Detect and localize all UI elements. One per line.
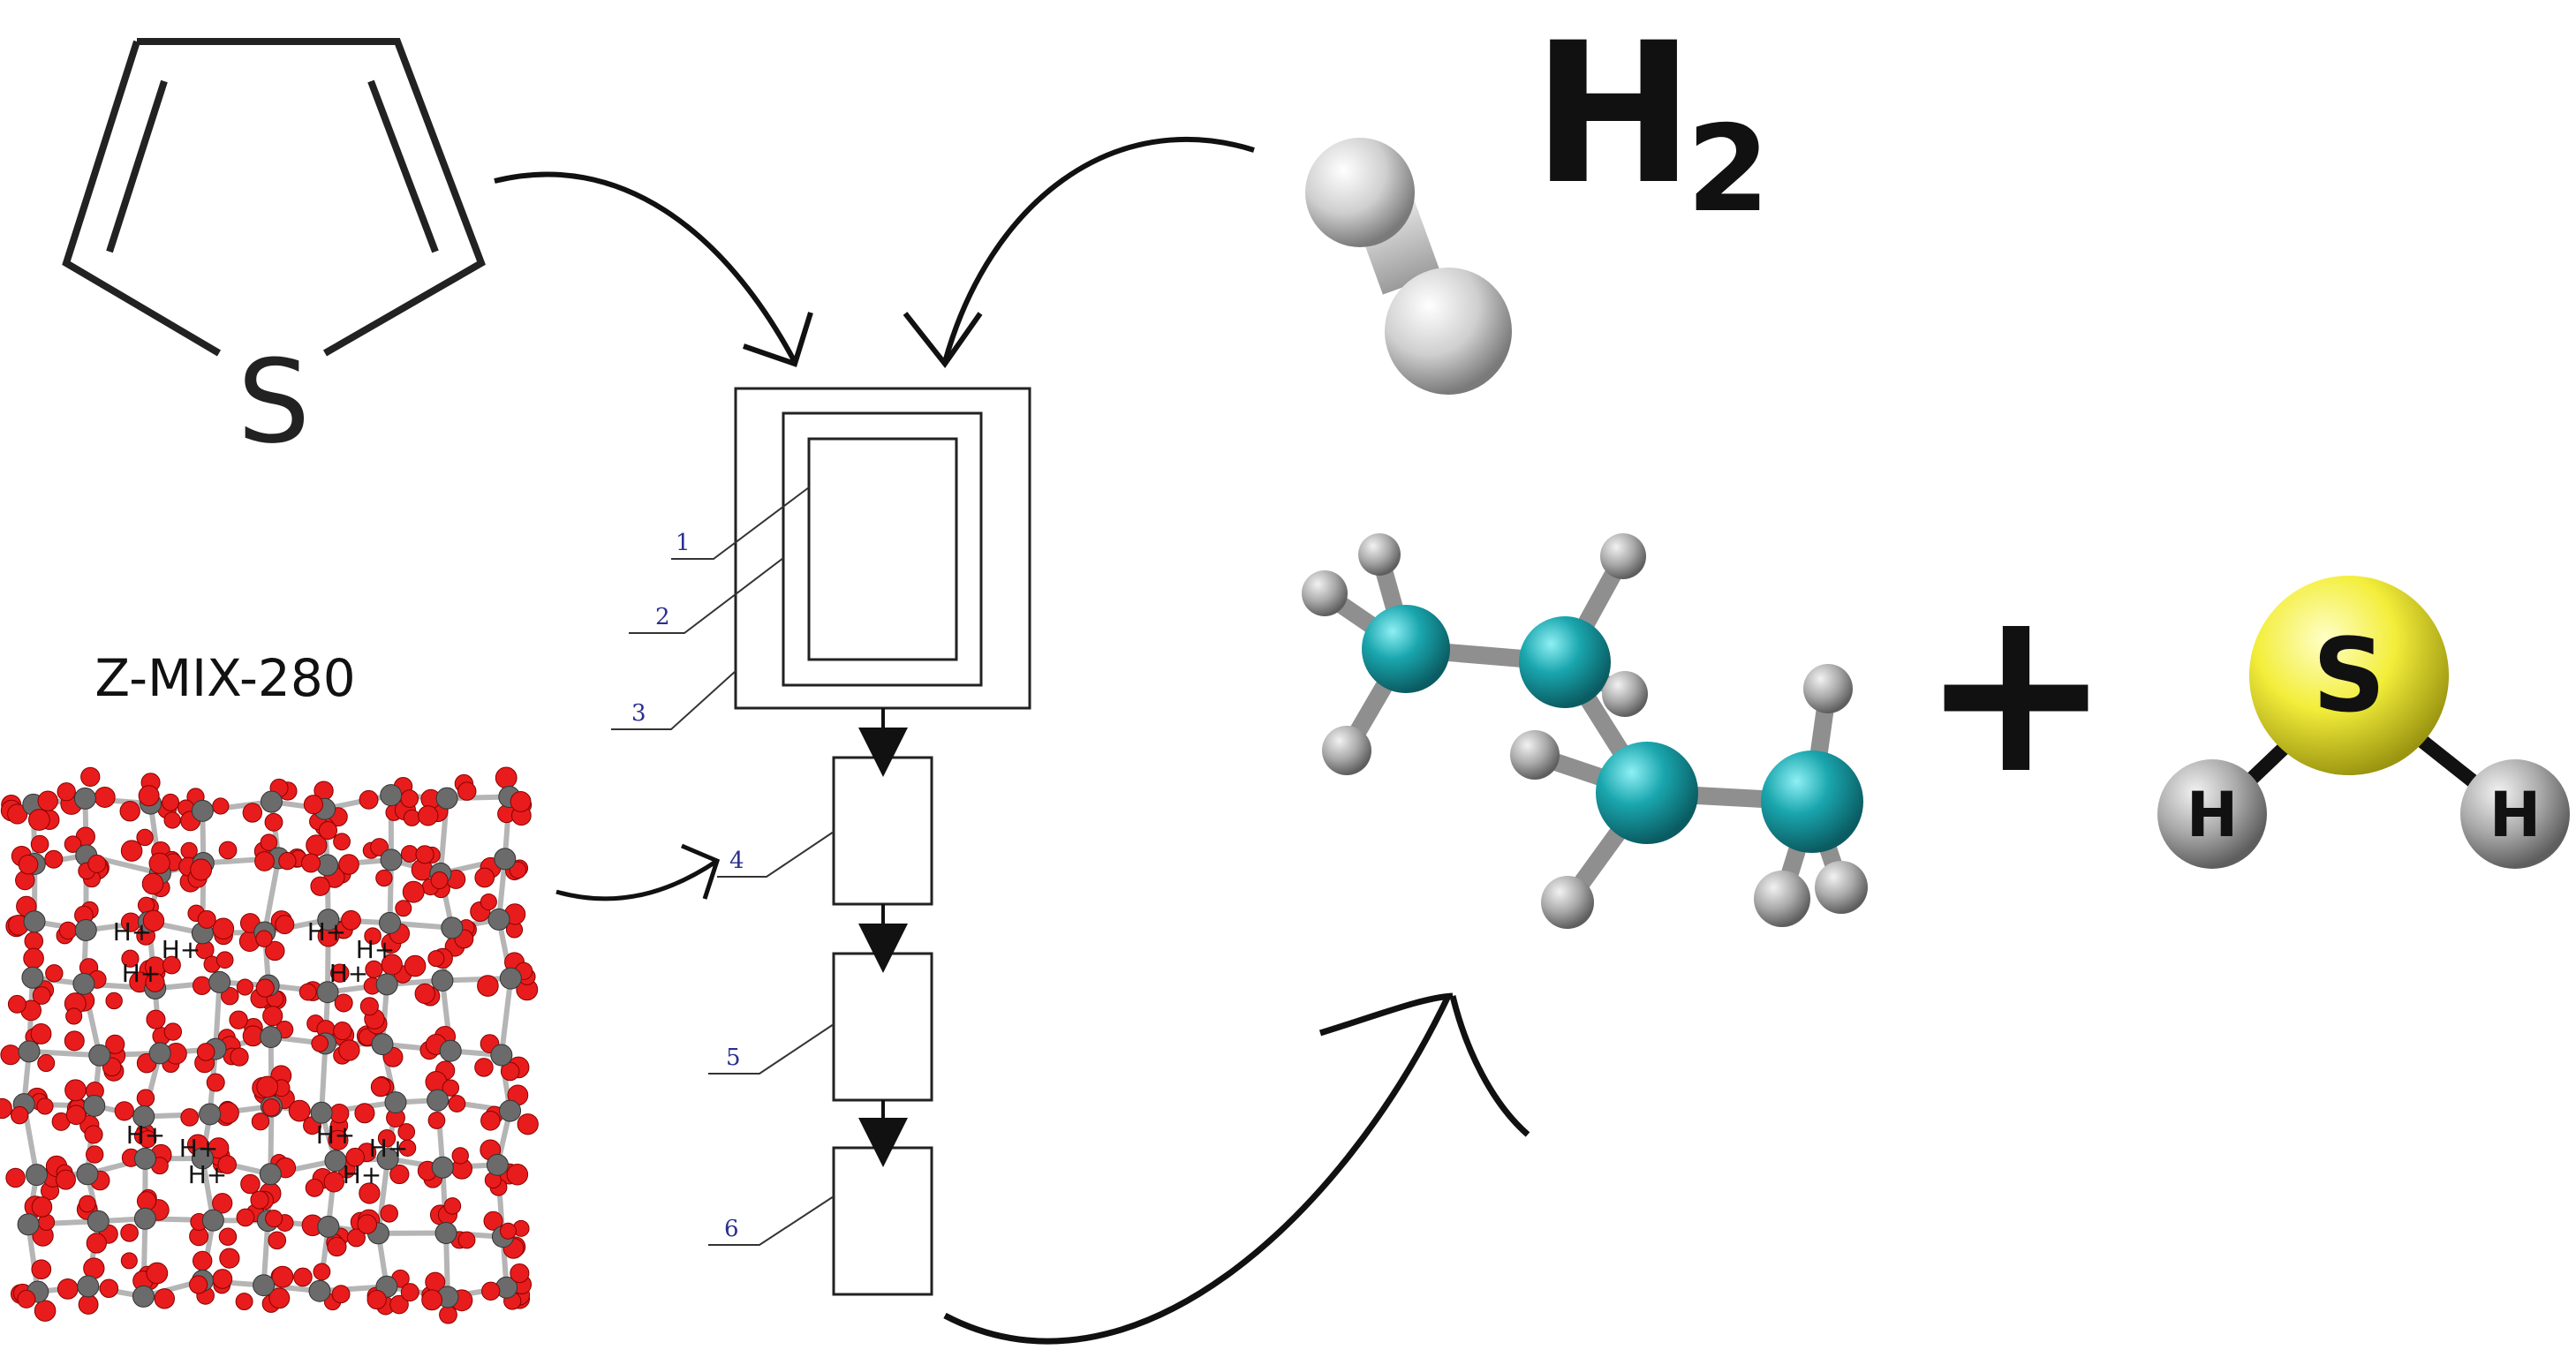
- proton-label: H+: [316, 1120, 356, 1150]
- h2-formula-subscript: 2: [1687, 100, 1770, 238]
- reactor-label-3: 3: [631, 700, 646, 727]
- zeolite-structure: H+H+H+H+H+H+H+H+H+H+H+H+: [0, 766, 539, 1324]
- unit-4-box: [832, 756, 933, 906]
- reactor-label-1: 1: [676, 530, 691, 556]
- proton-label: H+: [126, 1120, 166, 1150]
- h2s-hydrogen-left-label: H: [2187, 779, 2239, 851]
- proton-label: H+: [113, 917, 153, 946]
- proton-label: H+: [343, 1160, 382, 1189]
- reactor-inner-chamber: [807, 437, 958, 661]
- proton-label: H+: [356, 935, 396, 964]
- proton-label: H+: [162, 935, 201, 964]
- reactor-label-5: 5: [726, 1044, 741, 1071]
- proton-label: H+: [179, 1134, 219, 1163]
- reactor-label-4: 4: [729, 848, 744, 874]
- butane-molecule: [1302, 533, 1868, 929]
- plus-sign: +: [1920, 558, 2112, 825]
- thiophene-sulfur-label: S: [238, 335, 311, 469]
- proton-label: H+: [307, 917, 347, 946]
- reactor-label-2: 2: [655, 604, 670, 630]
- proton-label: H+: [369, 1134, 409, 1163]
- h2-formula-main: H: [1532, 1, 1695, 227]
- hydrogen-molecule: [1305, 138, 1512, 395]
- h2s-hydrogen-right-label: H: [2489, 779, 2542, 851]
- unit-5-box: [832, 952, 933, 1102]
- proton-label: H+: [188, 1160, 228, 1189]
- unit-6-box: [832, 1146, 933, 1296]
- product-arrow: [943, 992, 1530, 1345]
- catalyst-feed-arrow: [555, 843, 721, 901]
- reactor-label-6: 6: [724, 1216, 739, 1242]
- thiophene-structure: S: [62, 38, 486, 469]
- h2-formula: H 2: [1532, 1, 1770, 238]
- h2s-sulfur-label: S: [2313, 617, 2386, 735]
- hydrogen-feed-arrow: [903, 136, 1255, 369]
- h2s-molecule: S H H: [2157, 576, 2570, 869]
- thiophene-feed-arrow: [494, 171, 813, 367]
- reactor-scheme: 1 2 3 4 5 6: [611, 387, 1031, 1296]
- proton-label: H+: [122, 959, 162, 988]
- catalyst-name: Z-MIX-280: [94, 648, 355, 708]
- proton-label: H+: [329, 959, 369, 988]
